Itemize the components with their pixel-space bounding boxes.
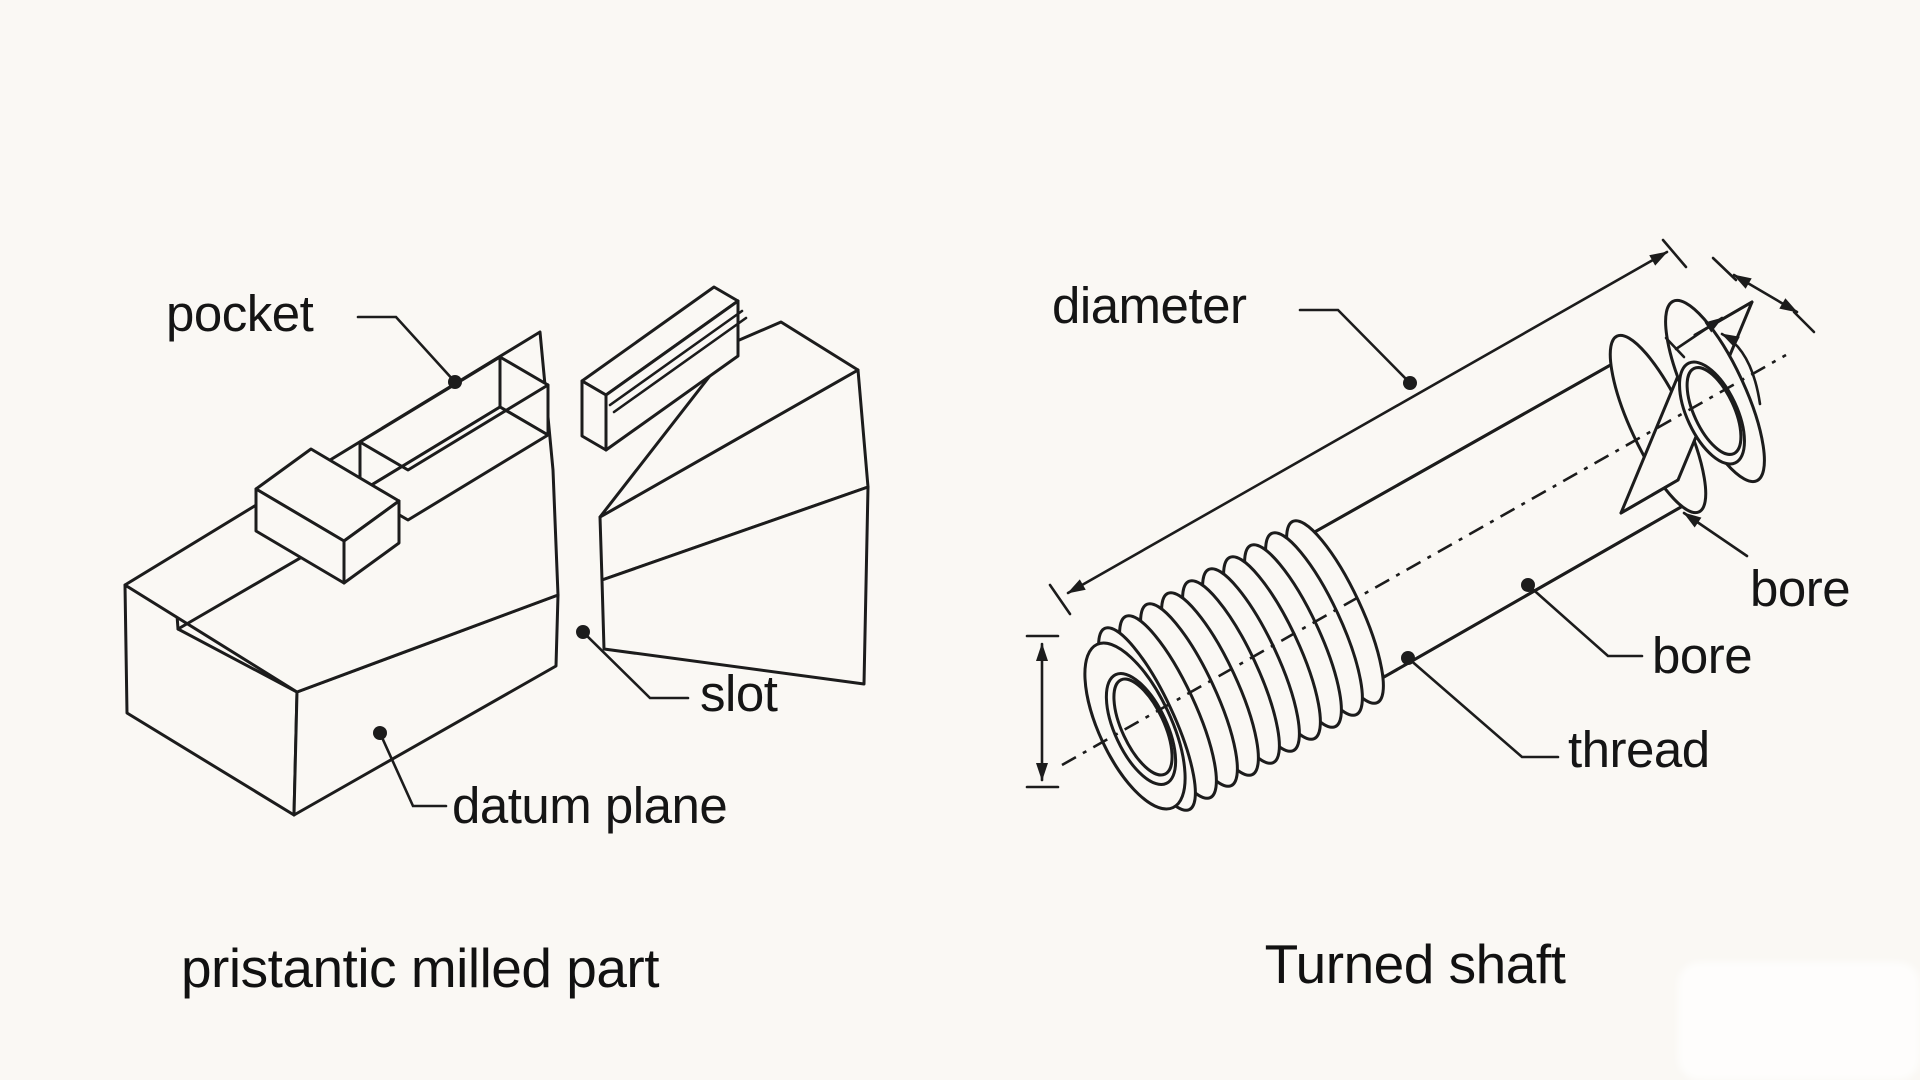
caption-turned-shaft: Turned shaft [1264,933,1566,995]
label-bore-upper: bore [1750,560,1851,617]
watermark-blur-patch [1678,962,1920,1080]
label-diameter: diameter [1052,277,1247,334]
label-bore-lower: bore [1652,627,1753,684]
label-pocket: pocket [166,285,314,342]
label-datum-plane: datum plane [452,777,728,834]
turned-shaft-drawing [1025,238,1816,812]
caption-milled-part: pristantic milled part [180,937,660,999]
milled-part-drawing [123,285,870,817]
label-thread: thread [1568,721,1710,778]
label-slot: slot [700,665,778,722]
